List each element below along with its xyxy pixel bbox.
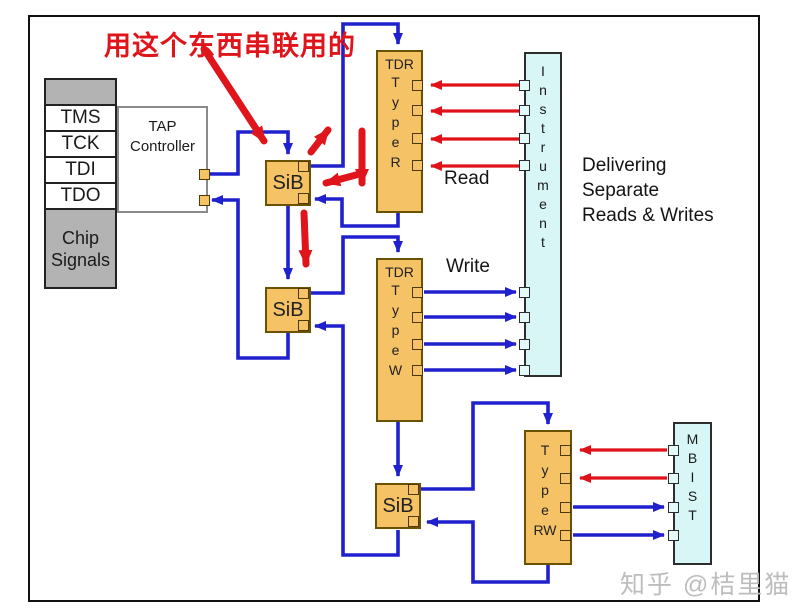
tdr-r-port-2 [412, 105, 423, 116]
tap-label-line2: Controller [129, 138, 196, 155]
instrument-port-6 [519, 312, 530, 323]
tap-label-line1: TAP [148, 118, 177, 135]
tdr-r-port-3 [412, 133, 423, 144]
type-rw-port-1 [560, 445, 571, 456]
tdr-r-port-4 [412, 160, 423, 171]
instrument-port-5 [519, 287, 530, 298]
instrument-port-8 [519, 365, 530, 376]
tdr-w-port-1 [412, 287, 423, 298]
sib1-label: SiB [272, 171, 304, 194]
signal-row-tdi: TDI [44, 158, 117, 184]
annotation-text: 用这个东西串联用的 [104, 31, 356, 61]
watermark: 知乎 @桔里猫 [620, 571, 792, 599]
instrument-port-3 [519, 133, 530, 144]
signal-row-tdo: TDO [44, 184, 117, 210]
write-label: Write [446, 256, 490, 277]
mbist-port-1 [668, 445, 679, 456]
sib2-label: SiB [272, 298, 304, 321]
sib3-top-port [408, 484, 419, 495]
tdr-r-header: TDR [385, 56, 414, 72]
instrument-port-2 [519, 105, 530, 116]
chip-signals-label: Chip Signals [44, 210, 117, 289]
mbist-port-3 [668, 502, 679, 513]
tdr-w-header: TDR [385, 264, 414, 280]
mbist-port-2 [668, 473, 679, 484]
type-rw-port-2 [560, 473, 571, 484]
sib2-bottom-port [298, 320, 309, 331]
sib2-top-port [298, 288, 309, 299]
instrument-port-7 [519, 339, 530, 350]
tdr-r-port-1 [412, 80, 423, 91]
signal-row-tck: TCK [44, 132, 117, 158]
sib1-top-port [298, 161, 309, 172]
type-rw-port-3 [560, 502, 571, 513]
sib1-bottom-port [298, 193, 309, 204]
mbist-port-4 [668, 530, 679, 541]
tdr-w-port-4 [412, 365, 423, 376]
instrument-port-4 [519, 160, 530, 171]
sib3-label: SiB [382, 494, 414, 517]
tap-tdi-port [199, 169, 210, 180]
type-rw-port-4 [560, 530, 571, 541]
tap-tdo-port [199, 195, 210, 206]
instrument-port-1 [519, 80, 530, 91]
read-label: Read [444, 168, 490, 189]
tdr-w-port-3 [412, 339, 423, 350]
tdr-w-port-2 [412, 312, 423, 323]
tap-controller-box: TAP Controller [117, 106, 208, 213]
chip-signals-table: TMS TCK TDI TDO Chip Signals [44, 78, 117, 289]
sib3-bottom-port [408, 516, 419, 527]
signals-header-spacer [44, 78, 117, 106]
signal-row-tms: TMS [44, 106, 117, 132]
